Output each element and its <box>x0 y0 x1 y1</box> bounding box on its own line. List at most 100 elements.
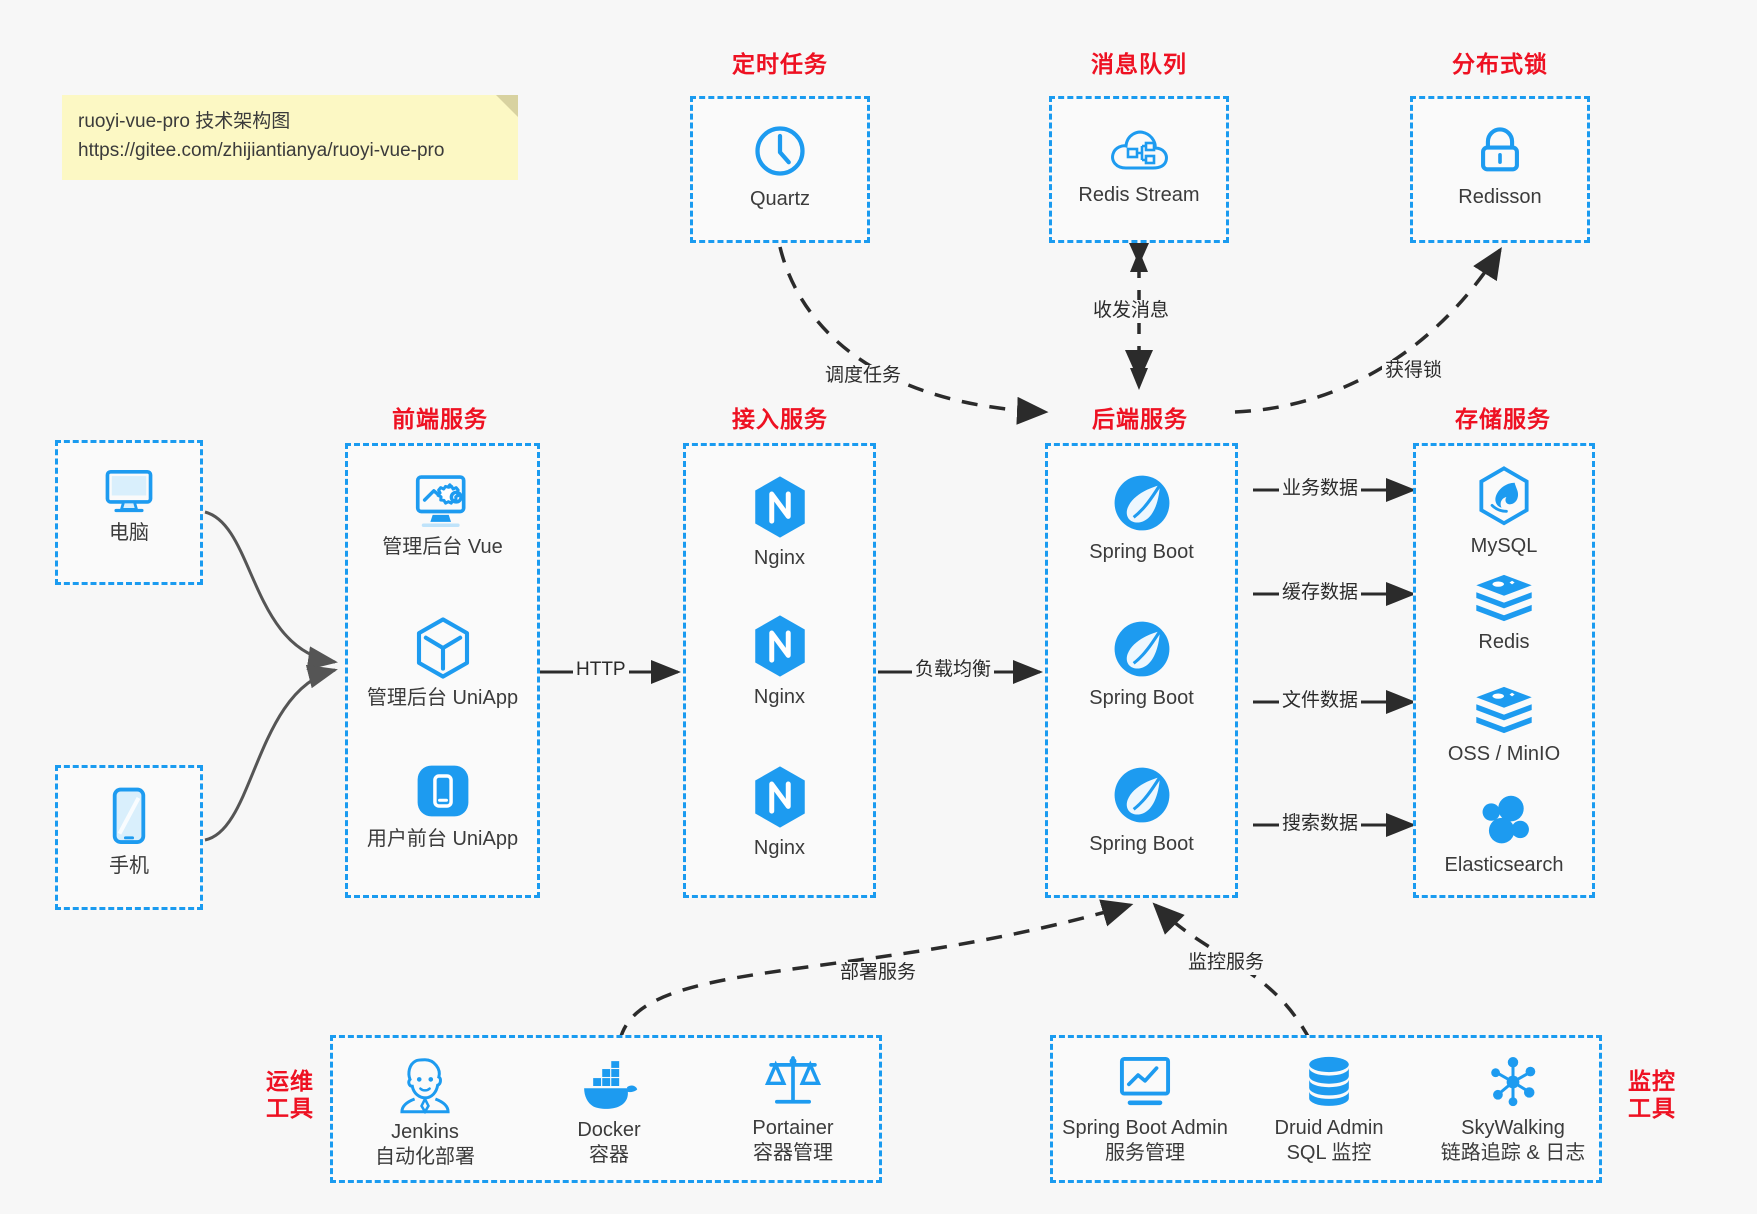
node-admin-vue: 管理后台 Vue <box>348 471 537 560</box>
group-storage-service: MySQL Redis <box>1413 443 1595 898</box>
edge-label-schedule-task: 调度任务 <box>822 365 905 388</box>
group-access-service: Nginx Nginx Nginx <box>683 443 876 898</box>
node-quartz: Quartz <box>693 121 867 212</box>
nginx-icon <box>686 764 873 830</box>
caption-frontend-service: 前端服务 <box>392 406 488 432</box>
node-label: Portainer <box>752 1117 834 1139</box>
node-sublabel: 容器管理 <box>753 1142 833 1164</box>
node-label: OSS / MinIO <box>1447 743 1561 765</box>
node-label: Spring Boot <box>1089 833 1194 855</box>
group-message-queue: Redis Stream <box>1049 96 1229 243</box>
edge-label-http: HTTP <box>573 659 629 682</box>
node-label: 管理后台 UniApp <box>366 687 519 709</box>
dashboard-settings-icon <box>348 471 537 529</box>
monitor-chart-icon <box>1053 1054 1237 1110</box>
node-docker: Docker 容器 <box>517 1060 701 1168</box>
node-computer: 电脑 <box>58 463 200 546</box>
jenkins-butler-icon <box>333 1054 517 1115</box>
node-label: 管理后台 Vue <box>382 536 503 558</box>
group-backend-service: Spring Boot Spring Boot Spring Boot <box>1045 443 1238 898</box>
caption-monitor-line2: 工具 <box>1628 1095 1676 1122</box>
node-sublabel: 自动化部署 <box>375 1146 475 1168</box>
note-fold-corner <box>496 95 518 117</box>
elasticsearch-icon <box>1416 791 1592 847</box>
group-client-phone: 手机 <box>55 765 203 910</box>
edge-label-file-data: 文件数据 <box>1279 690 1362 713</box>
edge-phone-to-frontend <box>204 664 338 842</box>
mysql-dolphin-icon <box>1416 466 1592 528</box>
node-mysql: MySQL <box>1416 466 1592 559</box>
spring-leaf-icon <box>1048 764 1235 826</box>
group-monitor-tools: Spring Boot Admin 服务管理 Druid Admin SQL 监… <box>1050 1035 1602 1183</box>
node-label: Jenkins <box>391 1121 459 1143</box>
edge-label-deploy-service: 部署服务 <box>837 962 920 985</box>
edge-label-monitor-service: 监控服务 <box>1185 952 1268 975</box>
node-elasticsearch: Elasticsearch <box>1416 791 1592 878</box>
docker-whale-icon <box>517 1060 701 1112</box>
node-label: 用户前台 UniApp <box>366 828 519 850</box>
skywalking-nodes-icon <box>1421 1054 1605 1110</box>
caption-monitor-tools: 监控 工具 <box>1617 1068 1687 1122</box>
redis-stack-icon <box>1416 684 1592 736</box>
node-oss-minio: OSS / MinIO <box>1416 684 1592 767</box>
node-jenkins: Jenkins 自动化部署 <box>333 1054 517 1170</box>
node-label: SkyWalking <box>1461 1117 1565 1139</box>
redis-stack-icon <box>1416 572 1592 624</box>
caption-monitor-line1: 监控 <box>1628 1068 1676 1094</box>
scales-balance-icon <box>701 1052 885 1110</box>
caption-access-service: 接入服务 <box>732 406 828 432</box>
caption-message-queue: 消息队列 <box>1091 51 1187 77</box>
node-sublabel: 容器 <box>589 1144 629 1166</box>
node-sublabel: 服务管理 <box>1105 1142 1185 1164</box>
node-user-uniapp: 用户前台 UniApp <box>348 761 537 852</box>
node-label: Nginx <box>753 837 806 859</box>
node-druid-admin: Druid Admin SQL 监控 <box>1237 1054 1421 1166</box>
edge-label-load-balance: 负载均衡 <box>912 659 995 682</box>
node-spring-boot-1: Spring Boot <box>1048 472 1235 565</box>
group-client-computer: 电脑 <box>55 440 203 585</box>
node-label: Druid Admin <box>1274 1117 1384 1139</box>
group-distributed-lock: Redisson <box>1410 96 1590 243</box>
note-url: https://gitee.com/zhijiantianya/ruoyi-vu… <box>78 140 445 162</box>
caption-devops-line2: 工具 <box>266 1095 314 1122</box>
node-redis: Redis <box>1416 572 1592 655</box>
node-label: Docker <box>577 1119 641 1141</box>
node-redis-stream: Redis Stream <box>1052 123 1226 208</box>
note-title: ruoyi-vue-pro 技术架构图 <box>78 111 291 132</box>
edge-label-search-data: 搜索数据 <box>1279 813 1362 836</box>
mobile-phone-icon <box>58 786 200 848</box>
node-label: Quartz <box>749 188 811 210</box>
edge-schedule-task <box>778 246 1049 425</box>
node-sublabel: SQL 监控 <box>1286 1142 1372 1164</box>
group-frontend-service: 管理后台 Vue 管理后台 UniApp 用户前台 UniApp <box>345 443 540 898</box>
nginx-icon <box>686 613 873 679</box>
node-phone: 手机 <box>58 786 200 879</box>
caption-storage-service: 存储服务 <box>1455 406 1551 432</box>
caption-scheduled-task: 定时任务 <box>732 51 828 77</box>
clock-icon <box>693 121 867 181</box>
node-spring-boot-2: Spring Boot <box>1048 618 1235 711</box>
diagram-note: ruoyi-vue-pro 技术架构图 https://gitee.com/zh… <box>62 95 518 180</box>
node-label: Spring Boot Admin <box>1062 1117 1228 1139</box>
node-sublabel: 链路追踪 & 日志 <box>1440 1142 1586 1164</box>
node-spring-boot-admin: Spring Boot Admin 服务管理 <box>1053 1054 1237 1166</box>
caption-distributed-lock: 分布式锁 <box>1452 51 1548 77</box>
node-label: MySQL <box>1470 535 1538 557</box>
database-cylinder-icon <box>1237 1054 1421 1110</box>
mobile-app-icon <box>348 761 537 821</box>
edge-label-business-data: 业务数据 <box>1279 478 1362 501</box>
caption-devops-line1: 运维 <box>266 1068 314 1094</box>
padlock-icon <box>1413 121 1587 179</box>
group-devops-tools: Jenkins 自动化部署 Docker <box>330 1035 882 1183</box>
node-redisson: Redisson <box>1413 121 1587 210</box>
node-label: Elasticsearch <box>1444 854 1564 876</box>
node-nginx-3: Nginx <box>686 764 873 861</box>
edge-label-cache-data: 缓存数据 <box>1279 582 1362 605</box>
desktop-computer-icon <box>58 463 200 515</box>
node-nginx-2: Nginx <box>686 613 873 710</box>
node-label: Spring Boot <box>1089 541 1194 563</box>
edge-computer-to-frontend <box>204 510 338 671</box>
cube-icon <box>348 616 537 680</box>
caption-devops-tools: 运维 工具 <box>255 1068 325 1122</box>
